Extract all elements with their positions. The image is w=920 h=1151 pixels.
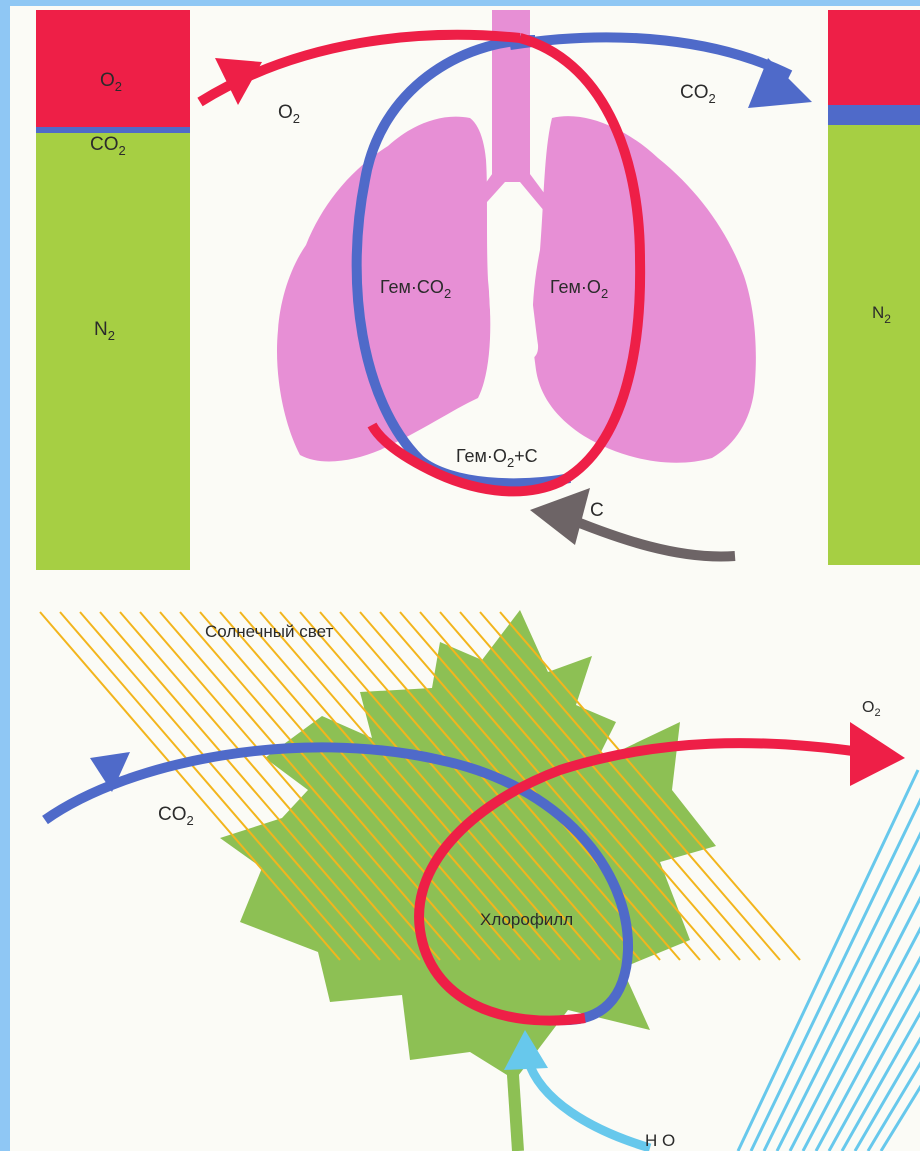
arrow-o2-label: O2	[278, 102, 300, 126]
right-atmosphere-bar: N2	[828, 10, 920, 565]
left-o2-segment	[36, 10, 190, 128]
left-atmosphere-bar: O2 CO2 N2	[36, 10, 190, 570]
left-co2-segment	[36, 127, 190, 133]
water-ray	[738, 770, 918, 1151]
o2-inhale-arrowhead	[215, 58, 262, 105]
right-co2-segment	[828, 105, 920, 125]
right-n2-segment	[828, 125, 920, 565]
carbon-arrow-path	[560, 515, 735, 557]
water-ray	[751, 778, 920, 1151]
water-light-rays	[738, 770, 920, 1151]
right-o2-segment	[828, 10, 920, 106]
cardiac-notch	[489, 224, 538, 360]
water-label: H O	[645, 1131, 675, 1150]
sunlight-label: Солнечный свет	[205, 622, 333, 641]
lungs-illustration	[277, 10, 756, 463]
leaf-o2-arrowhead	[850, 722, 905, 786]
carbon-arrowhead	[530, 488, 590, 545]
leaf-o2-label: O2	[862, 699, 881, 719]
leaf-co2-arrowhead	[90, 752, 130, 792]
carbon-c-label: C	[590, 500, 604, 521]
chlorophyll-label: Хлорофилл	[480, 910, 573, 929]
arrow-co2-label: CO2	[680, 82, 716, 106]
sunlight-ray	[40, 612, 340, 960]
heme-o2-c-label: Гем·O2+C	[456, 446, 538, 470]
water-ray	[764, 786, 920, 1151]
left-n2-segment	[36, 132, 190, 570]
leaf-co2-label: CO2	[158, 804, 194, 828]
water-arrow-path	[528, 1060, 650, 1148]
